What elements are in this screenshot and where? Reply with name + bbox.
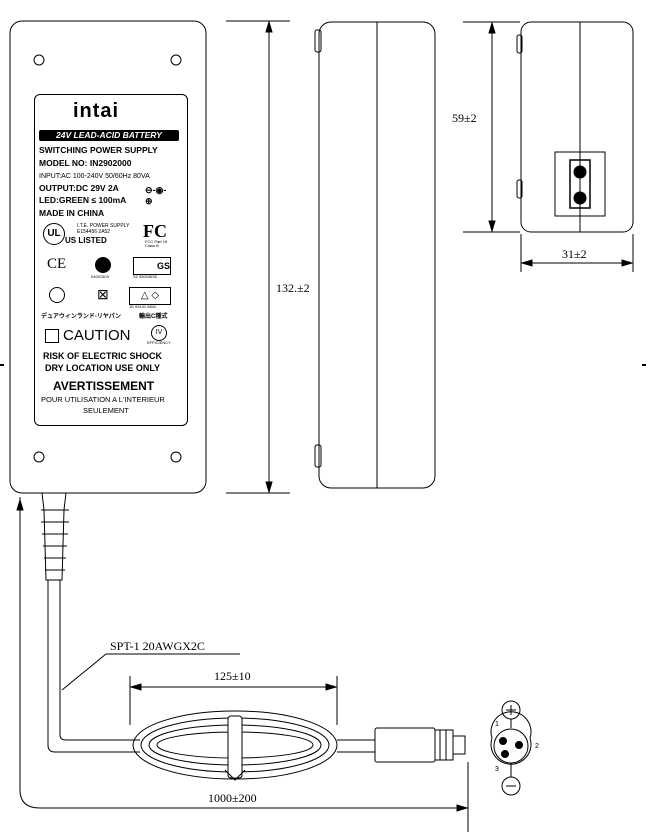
- fcc-subtext: FCC Part 15 Class B: [145, 239, 168, 248]
- dc-cable: [47, 580, 375, 781]
- pin-2-label: 2: [535, 743, 539, 750]
- efficiency-text: EFFICIENCY: [147, 340, 171, 345]
- ccc-code: 04001503: [91, 274, 109, 279]
- ul-mark-icon: UL: [43, 223, 65, 245]
- recycle-mark-icon: [49, 287, 65, 303]
- output-line: OUTPUT:DC 29V 2A: [39, 183, 119, 193]
- caution-box-icon: [45, 329, 59, 343]
- cn-text: 輸出C種式: [139, 314, 168, 320]
- model-line: MODEL NO: IN2902000: [39, 158, 132, 168]
- warning-dry: DRY LOCATION USE ONLY: [45, 363, 161, 373]
- height-dimension: [463, 21, 520, 233]
- caution-text: CAUTION: [63, 327, 131, 344]
- strain-relief: [41, 492, 69, 581]
- width-dimension: [520, 234, 634, 272]
- width-dimension-label: 31±2: [562, 247, 587, 261]
- screw-hole-top-right: [170, 54, 182, 66]
- ccc-mark-icon: [95, 257, 111, 273]
- ul-text: I.T.E. POWER SUPPLY: [77, 223, 130, 229]
- cable-length-dimension: [16, 497, 469, 832]
- gs-mark-icon: GS: [133, 257, 171, 275]
- jp-text: デュアウィンランド-リヤパン: [41, 314, 122, 320]
- cable-length-label: 1000±200: [208, 791, 257, 805]
- pin-3-label: 3: [495, 766, 499, 773]
- battery-banner: 24V LEAD-ACID BATTERY: [39, 130, 179, 141]
- dc-plug: [374, 727, 466, 763]
- input-line: INPUT:AC 100-240V 50/60Hz 80VA: [39, 173, 150, 180]
- ul-subtext: E154456 2A52: [77, 229, 111, 235]
- pin-1-label: 1: [495, 721, 499, 728]
- ac-inlet: [554, 151, 606, 217]
- screw-hole-bottom-right: [170, 451, 182, 463]
- cable-spec-leader: [61, 653, 240, 691]
- end-view-housing: [520, 21, 634, 233]
- screw-hole-top-left: [33, 54, 45, 66]
- polarity-icon: ⊖-◉-⊕: [145, 185, 167, 206]
- avertissement-text: AVERTISSEMENT: [53, 379, 155, 393]
- loop-dimension-label: 125±10: [214, 669, 251, 683]
- warning-shock: RISK OF ELECTRIC SHOCK: [43, 351, 163, 361]
- french-warning-1: POUR UTILISATION A L'INTERIEUR: [41, 395, 165, 404]
- brand-logo: intai: [73, 100, 120, 122]
- gs-code: S2 05003635: [133, 274, 157, 279]
- rating-label: intai 24V LEAD-ACID BATTERY SWITCHING PO…: [34, 94, 188, 426]
- weee-bin-icon: ⊠: [97, 286, 109, 302]
- ce-mark: CE: [47, 256, 67, 272]
- jp-code: JD 09141 5842: [129, 304, 157, 309]
- ul-listed: US LISTED: [65, 236, 107, 245]
- cable-spec-label: SPT-1 20AWGX2C: [110, 639, 205, 653]
- length-dimension: [226, 20, 290, 494]
- screw-hole-bottom-left: [33, 451, 45, 463]
- length-dimension-label: 132.±2: [276, 281, 310, 295]
- loop-dimension: [129, 676, 338, 725]
- french-warning-2: SEULEMENT: [83, 406, 129, 415]
- efficiency-mark-icon: IV: [151, 325, 167, 341]
- led-line: LED:GREEN ≤ 100mA: [39, 195, 127, 205]
- front-view-housing: [9, 20, 207, 494]
- origin-line: MADE IN CHINA: [39, 208, 105, 218]
- height-dimension-label: 59±2: [452, 111, 477, 125]
- fcc-mark-icon: FC: [143, 221, 167, 241]
- pinout-diagram: [490, 700, 532, 796]
- product-line: SWITCHING POWER SUPPLY: [39, 145, 158, 155]
- jp-mark-icon: △ ◇: [129, 287, 171, 305]
